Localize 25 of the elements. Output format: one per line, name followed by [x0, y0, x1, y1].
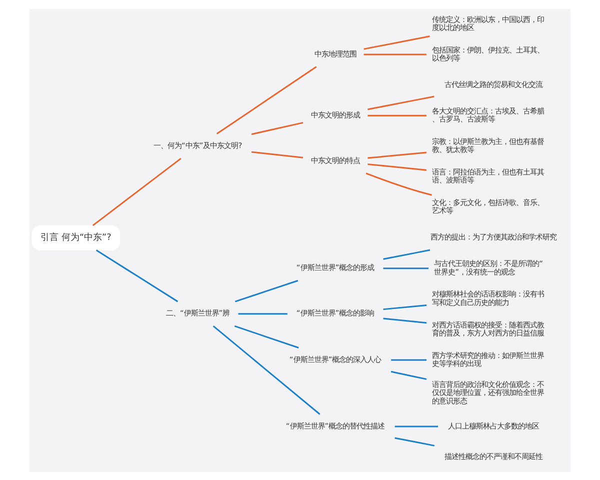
connector	[394, 425, 438, 427]
connector	[238, 312, 288, 314]
connector	[366, 172, 432, 196]
connector	[383, 317, 427, 324]
connector	[394, 436, 435, 446]
connector	[364, 53, 426, 55]
connector	[368, 151, 427, 158]
connector	[234, 279, 298, 302]
connector	[383, 267, 429, 269]
connector	[92, 157, 182, 226]
connector	[212, 325, 320, 414]
connector	[96, 249, 178, 302]
connector	[390, 370, 427, 380]
connector	[251, 150, 304, 158]
connector	[368, 114, 426, 116]
node-box: 引言 何为“中东”?	[32, 224, 120, 250]
connector	[364, 34, 430, 50]
connector	[391, 358, 427, 360]
connector	[368, 162, 427, 170]
connector	[216, 66, 317, 134]
connector	[234, 324, 299, 348]
connector	[251, 121, 304, 134]
connector	[368, 95, 434, 110]
connector	[383, 304, 427, 310]
connector	[383, 248, 430, 260]
